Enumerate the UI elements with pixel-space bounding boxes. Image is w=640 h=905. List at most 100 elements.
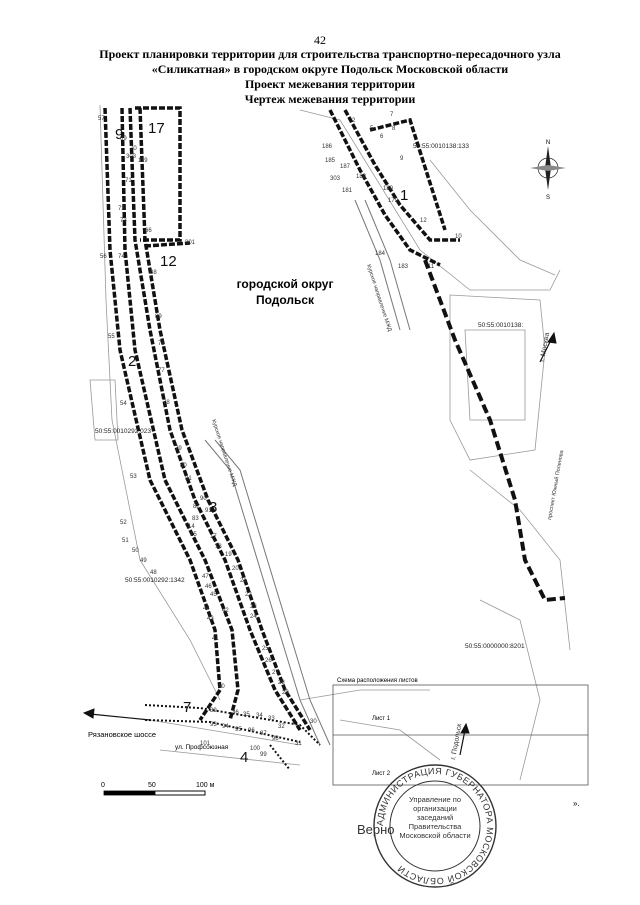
svg-text:44: 44 (203, 606, 210, 612)
svg-text:74: 74 (118, 254, 125, 260)
svg-text:51: 51 (122, 538, 129, 544)
svg-text:71: 71 (125, 178, 132, 184)
svg-text:15: 15 (190, 532, 197, 538)
corridor-boundary (103, 106, 460, 731)
document-title: Проект планировки территории для строите… (60, 47, 600, 107)
svg-text:45: 45 (210, 592, 217, 598)
background-parcels (89, 104, 571, 781)
svg-text:43: 43 (207, 616, 214, 622)
svg-text:39: 39 (210, 708, 217, 714)
svg-text:70: 70 (130, 146, 137, 152)
sheet-scheme-label: Схема расположения листов (337, 678, 418, 684)
svg-text:5: 5 (370, 126, 374, 132)
svg-text:52: 52 (120, 520, 127, 526)
street-label-yuzhny: проспект Южный Поленова (546, 449, 565, 520)
svg-text:119: 119 (138, 158, 148, 164)
official-stamp: АДМИНИСТРАЦИЯ ГУБЕРНАТОРА МОСКОВСКОЙ ОБЛ… (373, 764, 497, 888)
cadastral-1342: 50:55:0010292:1342 (125, 577, 185, 584)
direction-label-moskva: г. Москва (539, 332, 551, 362)
cadastral-138: 50:55:0010138: (478, 322, 523, 329)
district-label-line2: Подольск (256, 293, 315, 307)
svg-text:22: 22 (245, 592, 252, 598)
svg-text:36: 36 (232, 710, 239, 716)
svg-text:6: 6 (380, 134, 384, 140)
svg-text:28: 28 (278, 680, 285, 686)
svg-text:69: 69 (120, 136, 127, 142)
svg-text:91: 91 (205, 508, 212, 514)
svg-text:42: 42 (222, 608, 229, 614)
svg-text:180: 180 (383, 186, 394, 192)
svg-text:182: 182 (356, 174, 367, 180)
compass-rose: N S (530, 140, 566, 201)
svg-text:95: 95 (235, 727, 242, 733)
street-label-ryazanovskoe: Рязановское шоссе (88, 730, 156, 739)
svg-text:20: 20 (232, 566, 239, 572)
svg-text:54: 54 (120, 401, 127, 407)
scale-50: 50 (148, 782, 156, 789)
svg-text:72: 72 (118, 206, 125, 212)
svg-text:303: 303 (330, 176, 341, 182)
svg-text:78: 78 (163, 400, 170, 406)
title-line-4: Чертеж межевания территории (244, 92, 416, 106)
svg-text:100: 100 (250, 746, 261, 752)
svg-text:98: 98 (272, 736, 279, 742)
svg-text:46: 46 (205, 584, 212, 590)
direction-label-podolsk: г. Подольск (450, 722, 463, 760)
svg-text:34: 34 (256, 713, 263, 719)
svg-text:32: 32 (278, 724, 285, 730)
svg-text:49: 49 (140, 558, 147, 564)
svg-text:187: 187 (340, 164, 351, 170)
svg-text:57: 57 (98, 116, 105, 122)
svg-text:73: 73 (120, 218, 127, 224)
stamp-inner-text: Управление по организации заседаний Прав… (399, 795, 471, 840)
compass-n: N (546, 140, 550, 146)
svg-text:94: 94 (222, 724, 229, 730)
compass-s: S (546, 195, 550, 201)
svg-text:9: 9 (400, 156, 404, 162)
district-label-line1: городской округ (237, 277, 334, 291)
svg-text:23: 23 (250, 604, 257, 610)
svg-text:93: 93 (210, 722, 217, 728)
title-line-3: Проект межевания территории (244, 77, 416, 91)
page-number: 42 (314, 33, 326, 47)
svg-text:97: 97 (260, 731, 267, 737)
svg-text:89: 89 (155, 314, 162, 320)
svg-text:82: 82 (193, 504, 200, 510)
svg-text:79: 79 (175, 446, 182, 452)
svg-text:21: 21 (240, 578, 247, 584)
svg-text:80: 80 (180, 463, 187, 469)
svg-text:83: 83 (192, 516, 199, 522)
cadastral-133: 50:55:0010138:133 (413, 143, 469, 150)
scale-100: 100 м (196, 782, 215, 789)
title-line-1: Проект планировки территории для строите… (99, 47, 561, 61)
svg-text:90: 90 (200, 496, 207, 502)
sheet-scheme (332, 684, 589, 786)
zone-label-7: 7 (183, 699, 191, 716)
svg-text:10: 10 (455, 234, 462, 240)
svg-text:12: 12 (420, 218, 427, 224)
svg-text:17: 17 (210, 534, 217, 540)
svg-text:184: 184 (375, 251, 386, 257)
svg-text:25: 25 (262, 646, 269, 652)
svg-text:2: 2 (352, 118, 356, 124)
svg-text:31: 31 (295, 741, 302, 747)
svg-text:8: 8 (392, 126, 396, 132)
svg-text:181: 181 (342, 188, 353, 194)
svg-text:47: 47 (202, 574, 209, 580)
planned-road-path (423, 259, 566, 603)
svg-text:303: 303 (126, 154, 137, 160)
svg-text:99: 99 (260, 752, 267, 758)
zone-label-1: 1 (400, 187, 408, 204)
svg-text:40: 40 (218, 684, 225, 690)
road-label-kursk-right: Курское направление МЖД (365, 264, 392, 333)
svg-text:186: 186 (322, 144, 333, 150)
cadastral-8201: 50:55:0000000:8201 (465, 643, 525, 650)
svg-text:35: 35 (243, 712, 250, 718)
sheet-2-label: Лист 2 (372, 771, 391, 777)
road-label-kursk-left: Курское направление МЖД (210, 419, 237, 488)
zone-label-2: 2 (128, 353, 136, 370)
svg-text:30: 30 (310, 719, 317, 725)
svg-text:185: 185 (325, 158, 336, 164)
